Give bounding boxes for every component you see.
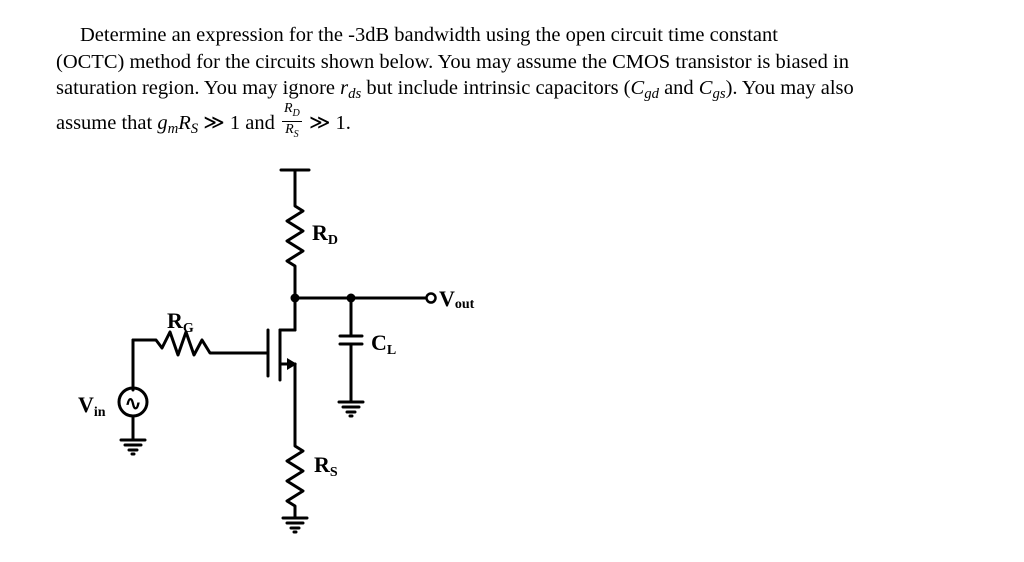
problem-statement: Determine an expression for the -3dB ban… xyxy=(56,22,986,144)
problem-text: but include intrinsic capacitors ( xyxy=(361,77,631,99)
mosfet-source-arrow xyxy=(287,358,297,370)
problem-text: and xyxy=(658,77,699,99)
rd-resistor xyxy=(285,192,305,284)
problem-line-1: Determine an expression for the -3dB ban… xyxy=(80,24,778,46)
rds-symbol: rds xyxy=(340,77,362,103)
problem-text: saturation region. You may ignore xyxy=(56,77,341,99)
vout-label: Vout xyxy=(439,286,475,312)
rg-resistor xyxy=(131,330,242,357)
rg-label: RG xyxy=(167,308,194,336)
gm-symbol: gm xyxy=(157,111,179,137)
output-node-dot xyxy=(346,293,356,303)
cgs-symbol: Cgs xyxy=(698,77,726,103)
rs-symbol: RS xyxy=(178,111,199,137)
ground-icon xyxy=(281,516,309,534)
rs-resistor xyxy=(285,438,305,520)
problem-text: ≫ 1. xyxy=(303,111,351,134)
problem-text: assume that xyxy=(56,111,158,134)
vout-terminal xyxy=(425,292,437,304)
ground-icon xyxy=(119,438,147,456)
sine-wave-icon: ∿ xyxy=(125,393,142,415)
rs-label: RS xyxy=(314,452,338,480)
vin-label: Vin xyxy=(78,392,106,420)
ground-icon xyxy=(337,400,365,418)
drain-node-dot xyxy=(290,293,300,303)
problem-line-2: (OCTC) method for the circuits shown bel… xyxy=(56,50,849,73)
problem-line-3: saturation region. You may ignore rds bu… xyxy=(56,75,986,102)
cl-label: CL xyxy=(371,330,396,358)
problem-text: ). You may also xyxy=(725,77,854,99)
rd-label: RD xyxy=(312,220,338,248)
problem-text: ≫ 1 and xyxy=(198,111,280,134)
cgd-symbol: Cgd xyxy=(630,77,659,103)
